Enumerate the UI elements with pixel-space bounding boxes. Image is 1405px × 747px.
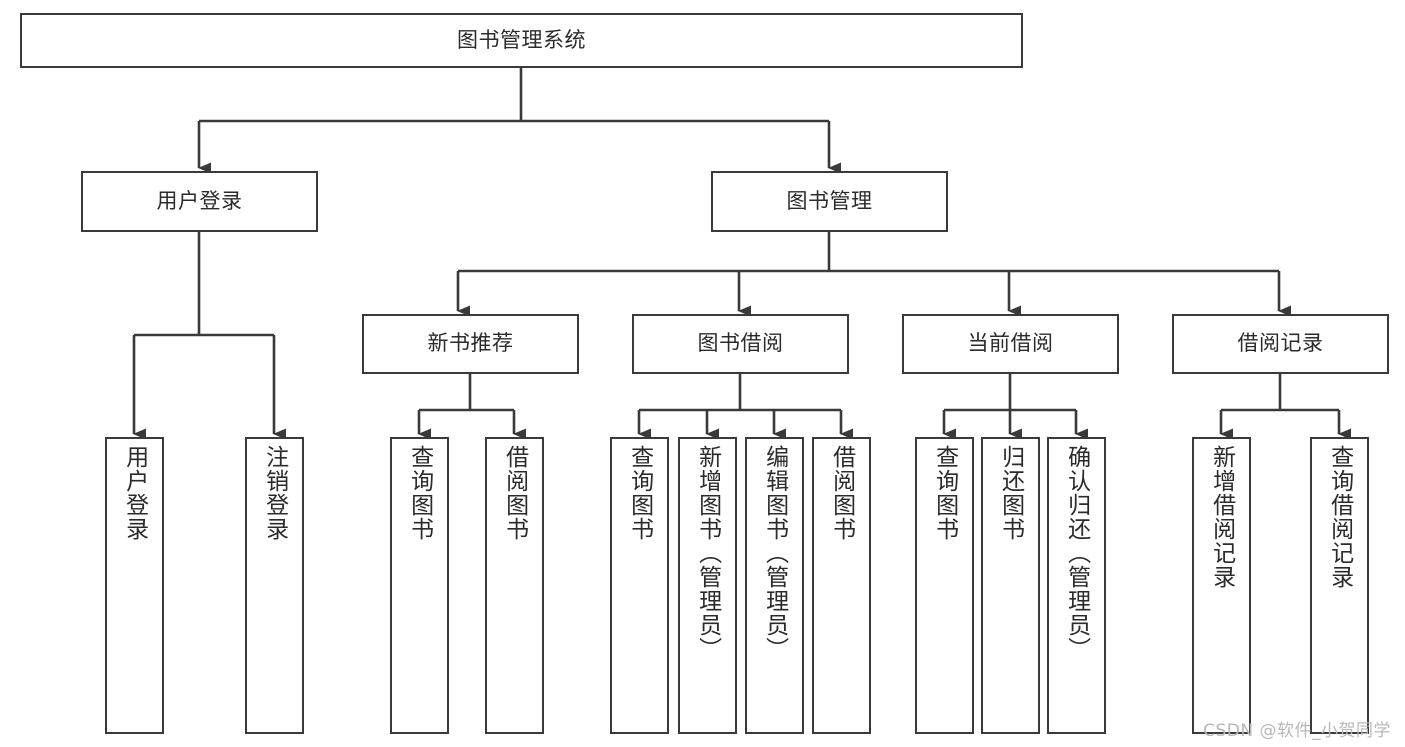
node-new-book-recommend[interactable]: 新书推荐 xyxy=(362,314,579,374)
leaf-new-book-2[interactable]: 借阅图书 xyxy=(485,437,544,734)
node-user-login-label: 用户登录 xyxy=(156,188,243,213)
leaf-current-borrow-2[interactable]: 归还图书 xyxy=(981,437,1040,734)
node-book-borrow[interactable]: 图书借阅 xyxy=(632,314,849,374)
leaf-current-borrow-3-label: 确认归还（管理员） xyxy=(1063,445,1090,661)
leaf-new-book-2-label: 借阅图书 xyxy=(501,445,528,541)
leaf-book-borrow-2-label: 新增图书（管理员） xyxy=(694,445,721,661)
node-book-borrow-label: 图书借阅 xyxy=(697,331,784,356)
node-borrow-record[interactable]: 借阅记录 xyxy=(1172,314,1389,374)
leaf-book-borrow-1[interactable]: 查询图书 xyxy=(610,437,669,734)
leaf-user-login-2-label: 注销登录 xyxy=(261,445,288,541)
leaf-user-login-2[interactable]: 注销登录 xyxy=(245,437,304,734)
leaf-user-login-1-label: 用户登录 xyxy=(121,445,148,541)
leaf-current-borrow-3[interactable]: 确认归还（管理员） xyxy=(1047,437,1106,734)
leaf-book-borrow-3-label: 编辑图书（管理员） xyxy=(761,445,788,661)
node-root[interactable]: 图书管理系统 xyxy=(20,13,1023,68)
leaf-borrow-record-1-label: 新增借阅记录 xyxy=(1208,445,1235,589)
node-current-borrow-label: 当前借阅 xyxy=(967,331,1054,356)
leaf-user-login-1[interactable]: 用户登录 xyxy=(105,437,164,734)
leaf-book-borrow-4[interactable]: 借阅图书 xyxy=(812,437,871,734)
node-root-label: 图书管理系统 xyxy=(457,27,586,52)
leaf-borrow-record-1[interactable]: 新增借阅记录 xyxy=(1192,437,1251,734)
csdn-watermark: CSDN @软件_小贺同学 xyxy=(1203,721,1391,741)
leaf-book-borrow-4-label: 借阅图书 xyxy=(828,445,855,541)
node-user-login[interactable]: 用户登录 xyxy=(81,171,318,232)
leaf-new-book-1-label: 查询图书 xyxy=(406,445,433,541)
leaf-book-borrow-3[interactable]: 编辑图书（管理员） xyxy=(745,437,804,734)
leaf-book-borrow-1-label: 查询图书 xyxy=(626,445,653,541)
leaf-current-borrow-1-label: 查询图书 xyxy=(931,445,958,541)
leaf-borrow-record-2[interactable]: 查询借阅记录 xyxy=(1310,437,1369,734)
leaf-book-borrow-2[interactable]: 新增图书（管理员） xyxy=(678,437,737,734)
leaf-current-borrow-2-label: 归还图书 xyxy=(997,445,1024,541)
leaf-current-borrow-1[interactable]: 查询图书 xyxy=(915,437,974,734)
node-book-manage[interactable]: 图书管理 xyxy=(711,171,948,232)
node-book-manage-label: 图书管理 xyxy=(786,188,873,213)
leaf-borrow-record-2-label: 查询借阅记录 xyxy=(1326,445,1353,589)
node-borrow-record-label: 借阅记录 xyxy=(1237,331,1324,356)
node-new-book-recommend-label: 新书推荐 xyxy=(427,331,514,356)
leaf-new-book-1[interactable]: 查询图书 xyxy=(390,437,449,734)
node-current-borrow[interactable]: 当前借阅 xyxy=(902,314,1119,374)
